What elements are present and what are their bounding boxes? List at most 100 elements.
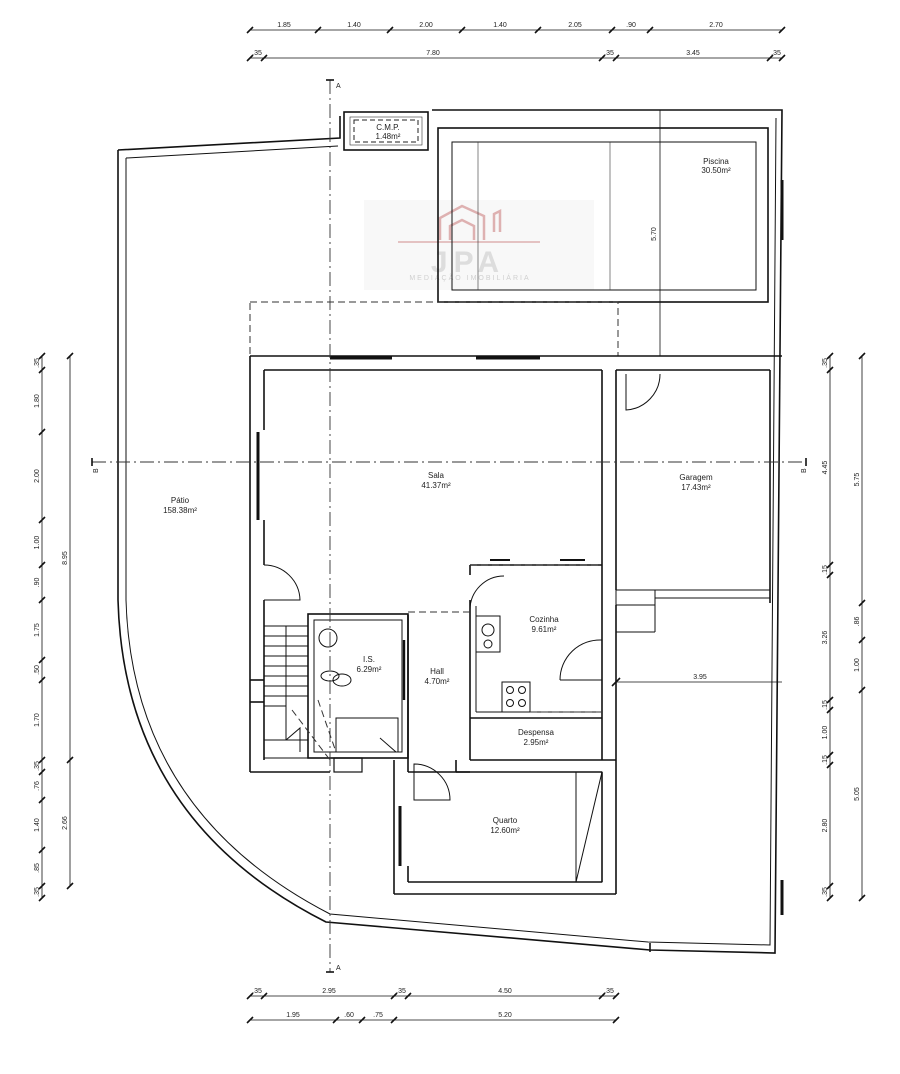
dimension-tick <box>458 26 466 34</box>
dimension-tick <box>38 561 46 569</box>
dimension-tick <box>38 352 46 360</box>
watermark: JPA MEDIAÇÃO IMOBILIÁRIA <box>364 200 594 290</box>
piscina-name: Piscina <box>703 157 729 166</box>
section-axes: A A B B <box>91 79 808 973</box>
dimension-label: 1.40 <box>347 22 361 29</box>
dimension-tick <box>612 54 620 62</box>
garagem-depth-dimension: 3.95 <box>611 674 782 687</box>
dimension-tick <box>646 26 654 34</box>
dimension-label: 2.70 <box>709 22 723 29</box>
dimension-label: 1.00 <box>854 658 861 672</box>
dimension-chain-right-outer: 5.75.861.005.05 <box>854 352 866 902</box>
dimension-label: .75 <box>373 1012 383 1019</box>
dimension-tick <box>826 894 834 902</box>
cmp-name: C.M.P. <box>376 123 399 132</box>
dimension-label: 2.05 <box>568 22 582 29</box>
dimension-tick <box>38 676 46 684</box>
dimension-label: 1.70 <box>34 713 41 727</box>
dimension-label: .35 <box>34 887 41 897</box>
dimension-tick <box>332 1016 340 1024</box>
dimension-tick <box>358 1016 366 1024</box>
dimension-tick <box>534 26 542 34</box>
dimension-tick <box>38 596 46 604</box>
staircase <box>263 625 331 761</box>
dimension-tick <box>246 992 254 1000</box>
dimension-label: .35 <box>604 988 614 995</box>
dimension-tick <box>66 352 74 360</box>
dimension-label: 4.50 <box>498 988 512 995</box>
dimension-label: 2.00 <box>419 22 433 29</box>
dimension-tick <box>858 352 866 360</box>
dimension-label: 1.00 <box>822 726 829 740</box>
piscina-dimension: 5.70 <box>651 227 658 241</box>
dimension-label: 7.80 <box>426 50 440 57</box>
dimension-tick <box>608 26 616 34</box>
cozinha-area: 9.61m² <box>532 625 557 634</box>
is-name: I.S. <box>363 655 375 664</box>
dimension-label: 1.00 <box>34 536 41 550</box>
dimension-label: 1.85 <box>277 22 291 29</box>
dimension-tick <box>260 992 268 1000</box>
dimension-label: 5.20 <box>498 1012 512 1019</box>
dimension-tick <box>260 54 268 62</box>
dimension-tick <box>612 992 620 1000</box>
dimension-tick <box>766 54 774 62</box>
dimension-tick <box>858 894 866 902</box>
dimension-label: .15 <box>822 755 829 765</box>
despensa-area: 2.95m² <box>524 738 549 747</box>
piscina-area: 30.50m² <box>701 166 731 175</box>
dimension-label: .35 <box>252 988 262 995</box>
dimension-tick <box>826 366 834 374</box>
section-a-bottom: A <box>336 965 341 972</box>
sala-name: Sala <box>428 471 445 480</box>
house-logo-icon <box>438 204 502 240</box>
dimension-tick <box>38 796 46 804</box>
dimension-label: 2.95 <box>322 988 336 995</box>
house-walls <box>249 355 782 895</box>
dimension-label: 1.75 <box>34 623 41 637</box>
hall-area: 4.70m² <box>425 677 450 686</box>
patio-name: Pátio <box>171 496 190 505</box>
dimension-label: .15 <box>822 700 829 710</box>
garagem-area: 17.43m² <box>681 483 711 492</box>
dimension-label: .35 <box>252 50 262 57</box>
dimension-tick <box>38 846 46 854</box>
dimension-label: 1.40 <box>34 818 41 832</box>
dimension-tick <box>38 768 46 776</box>
section-b-right: B <box>801 468 808 473</box>
dimension-tick <box>858 686 866 694</box>
dimension-label: 8.95 <box>62 551 69 565</box>
dimension-tick <box>826 561 834 569</box>
room-labels: Sala 41.37m² Garagem 17.43m² Pátio 158.3… <box>163 471 713 835</box>
dimension-label: .76 <box>34 781 41 791</box>
dimension-tick <box>38 656 46 664</box>
despensa-name: Despensa <box>518 728 555 737</box>
dimension-tick <box>390 1016 398 1024</box>
quarto-area: 12.60m² <box>490 826 520 835</box>
dimension-tick <box>66 756 74 764</box>
dimension-label: .35 <box>771 50 781 57</box>
dimension-tick <box>826 706 834 714</box>
dimension-label: .35 <box>34 761 41 771</box>
dimension-tick <box>826 696 834 704</box>
dimension-chain-left-inner: 8.952.66 <box>62 352 74 890</box>
dimension-tick <box>598 992 606 1000</box>
dimension-tick <box>246 1016 254 1024</box>
dimension-tick <box>598 54 606 62</box>
dimension-tick <box>66 882 74 890</box>
dimension-label: 2.00 <box>34 469 41 483</box>
dimension-label: .90 <box>34 578 41 588</box>
dimension-tick <box>38 428 46 436</box>
dimension-tick <box>826 751 834 759</box>
dimension-label: 1.95 <box>286 1012 300 1019</box>
dimension-tick <box>386 26 394 34</box>
dimension-label: .35 <box>822 358 829 368</box>
dimension-tick <box>858 599 866 607</box>
dimension-label: .90 <box>626 22 636 29</box>
dimension-label: .50 <box>34 665 41 675</box>
dimension-label: 1.80 <box>34 394 41 408</box>
dimension-label: .85 <box>34 863 41 873</box>
section-b-left: B <box>93 468 100 473</box>
dimension-tick <box>778 26 786 34</box>
